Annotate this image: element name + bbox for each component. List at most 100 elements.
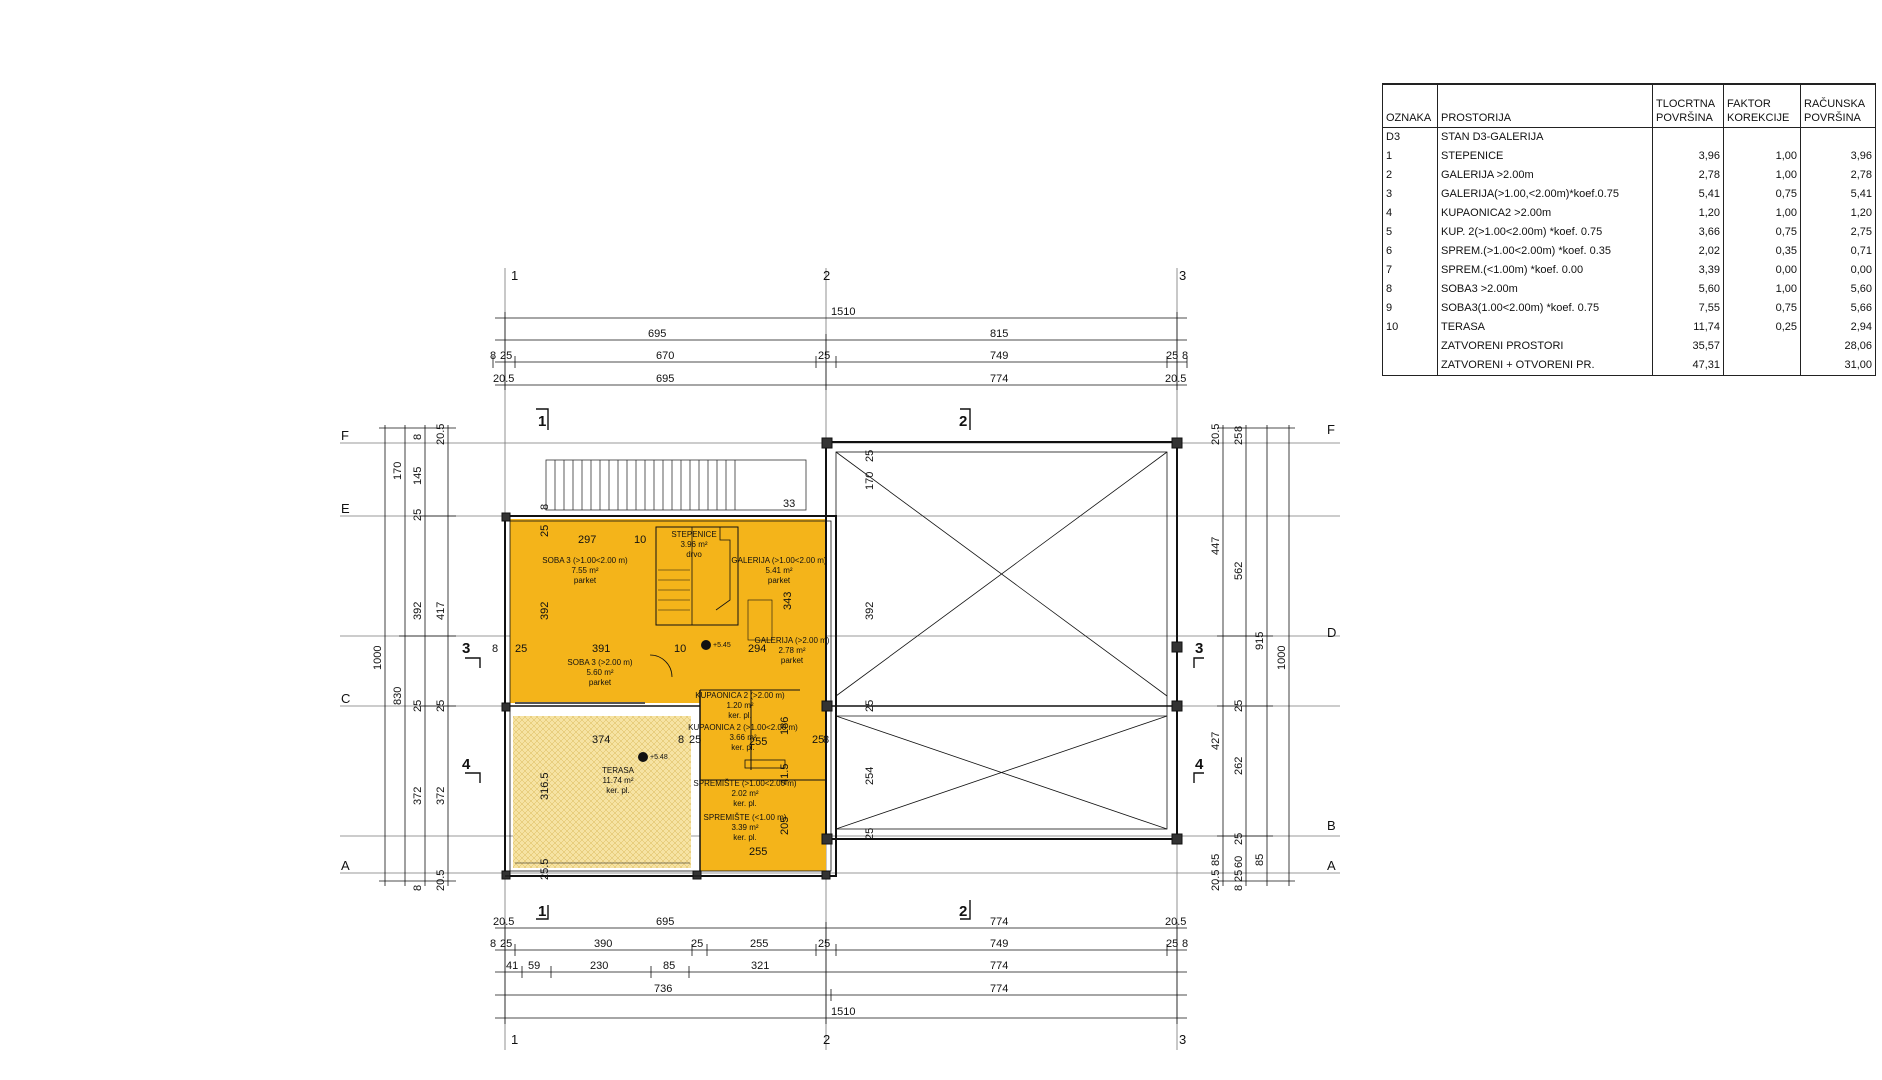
dim-inner-25c: 25 (689, 734, 701, 746)
section-labels: 1 1 2 2 3 3 4 4 (462, 413, 1204, 920)
cell-factor: 1,00 (1723, 280, 1801, 299)
header-factor-line2: KOREKCIJE (1727, 112, 1790, 124)
section-label-2-top: 2 (959, 413, 967, 430)
dim-bot-r3-f: 774 (990, 960, 1008, 972)
room-kupaonica-b-floor: ker. pl. (731, 743, 755, 752)
cell-calc-area: 31,00 (1800, 356, 1876, 376)
left-dimensions (379, 425, 456, 886)
dim-inner-186: 186 (779, 717, 791, 735)
dim-inner-255a: 255 (749, 736, 767, 748)
dim-bot-r2-b: 25 (500, 938, 512, 950)
section-label-3-left: 3 (462, 640, 470, 657)
cell-code (1382, 356, 1438, 376)
cell-floor-area: 5,41 (1652, 185, 1724, 204)
cell-room: ZATVORENI + OTVORENI PR. (1437, 356, 1653, 376)
cell-room: ZATVORENI PROSTORI (1437, 337, 1653, 356)
dim-top-r3-a: 20.5 (493, 373, 514, 385)
cell-calc-area (1800, 127, 1876, 147)
dim-bot-r4-b: 774 (990, 983, 1008, 995)
cell-calc-area: 0,71 (1800, 242, 1876, 261)
dim-right-f: 25 (1233, 433, 1245, 445)
cell-code: 5 (1382, 223, 1438, 242)
room-spremiste-a-name: SPREMIŠTE (>1.00<2.00 m) (693, 779, 796, 788)
dim-inner-25b: 25 (515, 643, 527, 655)
cell-floor-area: 1,20 (1652, 204, 1724, 223)
room-labels: SOBA 3 (>1.00<2.00 m) 7.55 m² parket SOB… (542, 530, 829, 842)
cell-factor: 1,00 (1723, 166, 1801, 185)
level-marker-upper (701, 640, 711, 650)
grid-label-a-right: A (1327, 858, 1336, 873)
section-label-3-right: 3 (1195, 640, 1203, 657)
cell-room: SOBA3(1.00<2.00m) *koef. 0.75 (1437, 299, 1653, 318)
grid-label-3-top: 3 (1179, 268, 1186, 283)
dim-inner-25e: 25 (864, 450, 876, 462)
dim-inner-3165: 316.5 (539, 772, 551, 800)
dim-right-j: 20.5 (1210, 870, 1222, 891)
cell-room: TERASA (1437, 318, 1653, 337)
right-dimensions (1217, 425, 1295, 886)
room-soba3-upper-floor: parket (574, 576, 597, 585)
cell-calc-area: 1,20 (1800, 204, 1876, 223)
dim-left-k: 25 (435, 700, 447, 712)
room-kupaonica-b-name: KUPAONICA 2 (>1.00<2.00 m) (688, 723, 798, 732)
level-terrace: +5.48 (650, 754, 668, 761)
dim-top-left: 695 (648, 328, 666, 340)
dim-top-r2-c: 670 (656, 350, 674, 362)
dim-left-a: 170 (392, 462, 404, 480)
dim-top-r2-e: 749 (990, 350, 1008, 362)
room-galerija-upper-floor: parket (768, 576, 791, 585)
dim-left-i: 20.5 (435, 424, 447, 445)
dim-top-r3-b: 695 (656, 373, 674, 385)
cell-code: 4 (1382, 204, 1438, 223)
grid-label-d-right: D (1327, 625, 1336, 640)
dim-right-d: 262 (1233, 757, 1245, 775)
cell-calc-area: 5,60 (1800, 280, 1876, 299)
dim-left-total: 1000 (372, 646, 384, 670)
header-room: PROSTORIJA (1437, 83, 1653, 128)
room-kupaonica-a-floor: ker. pl. (728, 711, 752, 720)
cell-factor: 0,75 (1723, 185, 1801, 204)
cell-room: STEPENICE (1437, 147, 1653, 166)
dim-right-l: 60 (1233, 856, 1245, 868)
room-soba3-lower-area: 5.60 m² (586, 668, 613, 677)
cell-factor: 0,25 (1723, 318, 1801, 337)
cell-factor (1723, 337, 1801, 356)
dim-left-j: 25 (412, 700, 424, 712)
cell-code (1382, 337, 1438, 356)
room-terasa-name: TERASA (602, 766, 635, 775)
cell-floor-area: 3,39 (1652, 261, 1724, 280)
dim-left-outer: 830 (392, 687, 404, 705)
dim-top-r3-c: 774 (990, 373, 1008, 385)
dim-bot-r2-a: 8 (490, 938, 496, 950)
header-factor-line1: FAKTOR (1727, 98, 1771, 110)
cell-code: 8 (1382, 280, 1438, 299)
level-markers: +5.45 +5.48 (638, 640, 731, 762)
room-soba3-lower-name: SOBA 3 (>2.00 m) (567, 658, 632, 667)
section-label-1-bottom: 1 (538, 903, 546, 920)
cell-floor-area: 3,66 (1652, 223, 1724, 242)
dim-inner-205: 205 (779, 817, 791, 835)
grid-label-a-left: A (341, 858, 350, 873)
room-spremiste-a-floor: ker. pl. (733, 799, 757, 808)
dim-right-outer: 915 (1254, 632, 1266, 650)
cell-calc-area: 28,06 (1800, 337, 1876, 356)
dim-bot-r1-a: 20.5 (493, 916, 514, 928)
grid-label-2-bottom: 2 (823, 1032, 830, 1047)
cell-room: KUPAONICA2 >2.00m (1437, 204, 1653, 223)
bottom-dimensions (495, 922, 1187, 1024)
dim-inner-297: 297 (578, 534, 596, 546)
cell-calc-area: 2,78 (1800, 166, 1876, 185)
header-code: OZNAKA (1382, 83, 1438, 128)
cell-factor: 0,75 (1723, 299, 1801, 318)
dim-inner-255b: 255 (749, 846, 767, 858)
grid-label-e-left: E (341, 501, 350, 516)
